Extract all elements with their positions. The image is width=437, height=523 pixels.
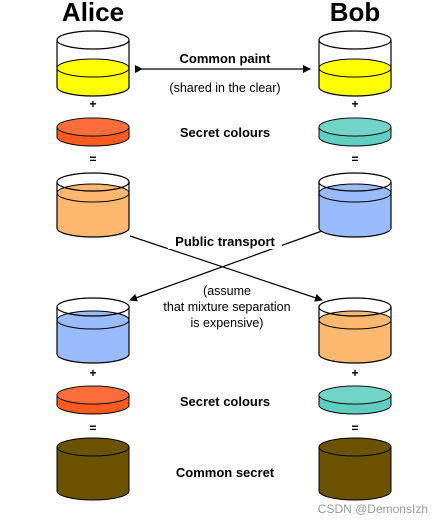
- common-secret-label: Common secret: [176, 465, 275, 480]
- watermark: CSDN @DemonsIzh: [318, 502, 428, 516]
- bob-common-paint-jar: [318, 30, 392, 97]
- bob-common-secret-cylinder: [318, 437, 392, 501]
- alice-common-paint-jar: [56, 30, 130, 97]
- bob-to-alice-arrow: [129, 230, 323, 302]
- bob-heading: Bob: [330, 0, 381, 27]
- alice-equals-1: =: [89, 152, 96, 166]
- alice-heading: Alice: [62, 0, 124, 27]
- assume-line-3: is expensive): [191, 316, 264, 330]
- alice-common-secret-cylinder: [56, 437, 130, 501]
- alice-equals-2: =: [89, 421, 96, 435]
- alice-plus-2: +: [89, 366, 96, 380]
- shared-in-clear-label: (shared in the clear): [169, 81, 280, 95]
- public-transport-backing: [168, 233, 282, 249]
- bob-equals-1: =: [351, 152, 358, 166]
- alice-plus-1: +: [89, 97, 96, 111]
- alice-mixture-jar: [56, 172, 130, 238]
- alice-received-jar: [56, 297, 130, 364]
- bob-plus-1: +: [351, 97, 358, 111]
- assume-line-1: (assume: [203, 284, 251, 298]
- assume-line-2: that mixture separation: [163, 300, 290, 314]
- public-transport-label: Public transport: [175, 234, 275, 249]
- bob-mixture-jar: [318, 172, 392, 238]
- alice-secret-colour-disc-2: [56, 385, 130, 415]
- bob-received-jar: [318, 297, 392, 364]
- bob-equals-2: =: [351, 421, 358, 435]
- alice-to-bob-arrow: [129, 235, 323, 302]
- alice-secret-colour-disc: [56, 117, 130, 147]
- bob-plus-2: +: [351, 366, 358, 380]
- container-layer: [56, 30, 392, 501]
- secret-colours-bottom-label: Secret colours: [180, 394, 270, 409]
- bob-secret-colour-disc: [318, 117, 392, 147]
- common-paint-label: Common paint: [180, 51, 272, 66]
- secret-colours-top-label: Secret colours: [180, 125, 270, 140]
- bob-secret-colour-disc-2: [318, 385, 392, 415]
